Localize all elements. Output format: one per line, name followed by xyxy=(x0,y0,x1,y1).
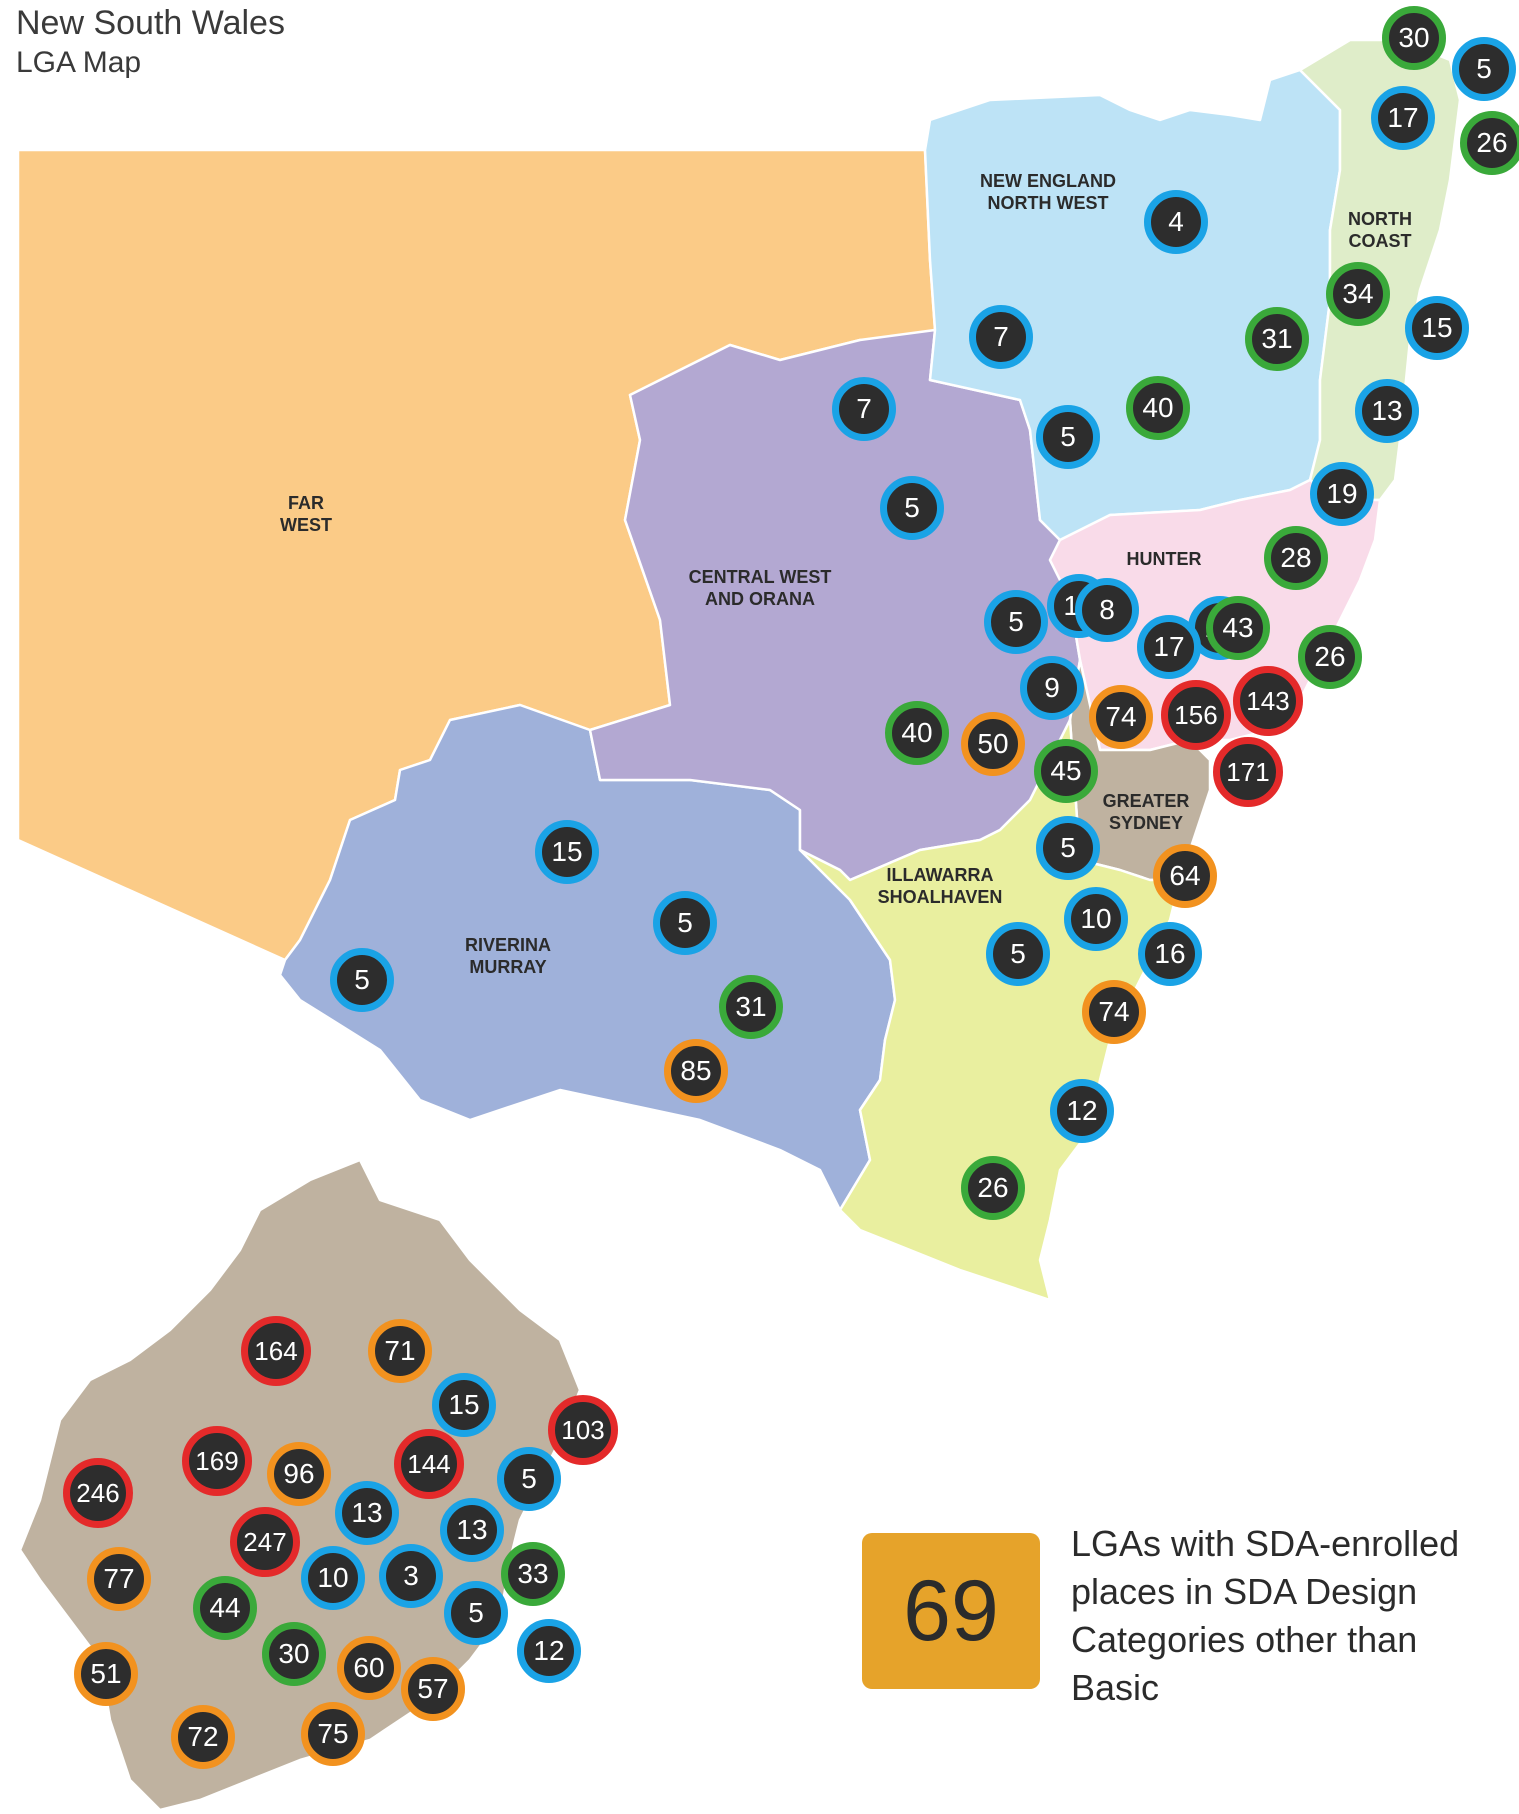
lga-marker: 15 xyxy=(535,820,599,884)
sydney-lga-marker: 96 xyxy=(267,1442,331,1506)
sydney-lga-marker: 103 xyxy=(548,1395,618,1465)
sydney-lga-marker: 77 xyxy=(87,1547,151,1611)
legend-count: 69 xyxy=(903,1562,999,1659)
sydney-lga-marker: 247 xyxy=(230,1507,300,1577)
lga-marker: 5 xyxy=(1036,405,1100,469)
sydney-lga-marker: 164 xyxy=(241,1316,311,1386)
sydney-lga-marker: 72 xyxy=(171,1705,235,1769)
lga-marker: 16 xyxy=(1138,922,1202,986)
lga-marker: 7 xyxy=(969,305,1033,369)
lga-marker: 5 xyxy=(1036,816,1100,880)
lga-marker: 12 xyxy=(1050,1079,1114,1143)
sydney-lga-marker: 15 xyxy=(432,1373,496,1437)
lga-marker: 26 xyxy=(1298,625,1362,689)
sydney-lga-marker: 5 xyxy=(444,1581,508,1645)
sydney-lga-marker: 57 xyxy=(401,1657,465,1721)
lga-marker: 17 xyxy=(1371,86,1435,150)
sydney-lga-marker: 246 xyxy=(63,1458,133,1528)
sydney-lga-marker: 144 xyxy=(394,1429,464,1499)
sydney-lga-marker: 30 xyxy=(262,1622,326,1686)
lga-marker: 30 xyxy=(1382,6,1446,70)
lga-marker: 5 xyxy=(984,590,1048,654)
lga-marker: 143 xyxy=(1233,666,1303,736)
lga-marker: 40 xyxy=(1126,376,1190,440)
lga-marker: 5 xyxy=(986,922,1050,986)
lga-marker: 5 xyxy=(330,948,394,1012)
sydney-lga-marker: 71 xyxy=(368,1319,432,1383)
lga-marker: 15 xyxy=(1405,296,1469,360)
lga-marker: 19 xyxy=(1310,462,1374,526)
sydney-lga-marker: 12 xyxy=(517,1619,581,1683)
lga-marker: 8 xyxy=(1075,578,1139,642)
lga-marker: 74 xyxy=(1082,980,1146,1044)
region-label-new-england-north-west: NEW ENGLAND NORTH WEST xyxy=(980,171,1116,213)
lga-marker: 156 xyxy=(1161,680,1231,750)
lga-marker: 64 xyxy=(1153,844,1217,908)
sydney-lga-marker: 33 xyxy=(501,1542,565,1606)
region-label-illawarra-shoalhaven: ILLAWARRA SHOALHAVEN xyxy=(877,865,1003,907)
lga-marker: 171 xyxy=(1213,737,1283,807)
lga-marker: 13 xyxy=(1355,379,1419,443)
sydney-lga-marker: 5 xyxy=(497,1447,561,1511)
region-label-central-west-orana: CENTRAL WEST AND ORANA xyxy=(688,567,832,609)
lga-marker: 5 xyxy=(1452,37,1516,101)
lga-marker: 17 xyxy=(1137,615,1201,679)
sydney-lga-marker: 75 xyxy=(301,1702,365,1766)
lga-marker: 26 xyxy=(961,1156,1025,1220)
lga-marker: 4 xyxy=(1144,190,1208,254)
lga-marker: 74 xyxy=(1089,685,1153,749)
region-label-hunter: HUNTER xyxy=(1126,549,1202,569)
sydney-lga-marker: 13 xyxy=(335,1481,399,1545)
lga-marker: 43 xyxy=(1206,596,1270,660)
lga-marker: 34 xyxy=(1326,262,1390,326)
lga-marker: 10 xyxy=(1064,887,1128,951)
legend-description: LGAs with SDA-enrolled places in SDA Des… xyxy=(1071,1523,1460,1708)
lga-marker: 50 xyxy=(961,712,1025,776)
region-label-greater-sydney: GREATER SYDNEY xyxy=(1102,791,1190,833)
region-label-riverina-murray: RIVERINA MURRAY xyxy=(464,935,552,977)
lga-marker: 26 xyxy=(1460,111,1519,175)
sydney-lga-marker: 3 xyxy=(379,1544,443,1608)
title-line-1: New South Wales xyxy=(16,4,285,42)
region-label-north-coast: NORTH COAST xyxy=(1348,209,1412,251)
map-title: New South Wales LGA Map xyxy=(16,2,285,82)
sydney-lga-marker: 169 xyxy=(182,1426,252,1496)
sydney-lga-marker: 51 xyxy=(74,1642,138,1706)
sydney-lga-marker: 13 xyxy=(440,1498,504,1562)
lga-marker: 40 xyxy=(885,701,949,765)
legend-count-box: 69 xyxy=(862,1533,1040,1689)
lga-marker: 85 xyxy=(664,1039,728,1103)
lga-marker: 5 xyxy=(880,476,944,540)
lga-marker: 31 xyxy=(719,975,783,1039)
lga-marker: 31 xyxy=(1245,307,1309,371)
region-label-far-west: FAR WEST xyxy=(280,493,332,535)
lga-marker: 9 xyxy=(1020,656,1084,720)
lga-marker: 7 xyxy=(832,377,896,441)
sydney-lga-marker: 60 xyxy=(337,1636,401,1700)
lga-marker: 5 xyxy=(653,891,717,955)
sydney-lga-marker: 10 xyxy=(301,1546,365,1610)
sydney-lga-marker: 44 xyxy=(193,1576,257,1640)
lga-marker: 45 xyxy=(1034,739,1098,803)
title-line-2: LGA Map xyxy=(16,46,142,79)
lga-marker: 28 xyxy=(1264,526,1328,590)
